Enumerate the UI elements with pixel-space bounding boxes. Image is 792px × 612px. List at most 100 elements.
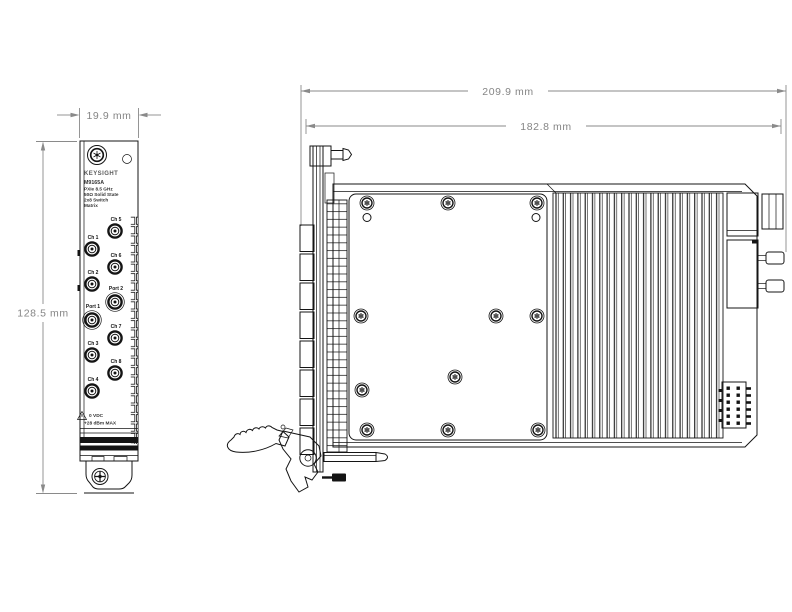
module-body bbox=[332, 183, 758, 448]
panel-bottom-section bbox=[80, 428, 138, 456]
guide-pin bbox=[323, 451, 388, 463]
sma-connector bbox=[84, 347, 100, 363]
heatsink-chamfer bbox=[546, 183, 557, 194]
guide-stripe bbox=[80, 445, 138, 451]
description-line: 2x8 Switch bbox=[84, 198, 108, 203]
connector-label: Ch 1 bbox=[88, 235, 99, 241]
connector-label: Ch 4 bbox=[88, 377, 99, 383]
body-outline bbox=[332, 183, 758, 448]
alignment-hole bbox=[362, 213, 372, 222]
rear-connector-lower bbox=[726, 239, 759, 309]
bracket-outline bbox=[85, 460, 133, 490]
sma-connector bbox=[107, 259, 123, 275]
arrowhead bbox=[306, 123, 315, 129]
screw bbox=[359, 195, 375, 211]
sma-body-side bbox=[299, 282, 315, 310]
sma-connector bbox=[84, 276, 100, 292]
sma-connector bbox=[107, 330, 123, 346]
sma-body-side bbox=[299, 311, 315, 339]
screw bbox=[440, 195, 456, 211]
heatsink bbox=[546, 183, 724, 439]
connector-label: Ch 6 bbox=[111, 253, 122, 259]
dimension-panel-width: 19.9 mm bbox=[57, 108, 161, 138]
connector-label: Ch 7 bbox=[111, 324, 122, 330]
alignment-hole bbox=[531, 213, 541, 222]
thumbscrew bbox=[330, 147, 353, 162]
connector-key bbox=[752, 240, 757, 244]
connector-label: Ch 5 bbox=[111, 217, 122, 223]
ejector-grip bbox=[226, 425, 290, 453]
screw bbox=[529, 308, 545, 324]
panel-hole bbox=[122, 154, 132, 164]
sma-connector bbox=[107, 223, 123, 239]
warning-line: 0 VDC bbox=[89, 413, 104, 419]
port-ring bbox=[105, 292, 125, 312]
sma-body-side bbox=[299, 253, 315, 281]
sma-body-side bbox=[299, 369, 315, 397]
ejector-claw bbox=[278, 427, 294, 439]
bracket-screw bbox=[91, 468, 109, 485]
arrowhead bbox=[301, 88, 310, 94]
screw bbox=[359, 422, 375, 438]
rear-connector-plate bbox=[761, 193, 784, 230]
brand-label: KEYSIGHT bbox=[84, 171, 118, 177]
sma-body-side bbox=[299, 398, 315, 426]
connector-label: Port 2 bbox=[109, 286, 123, 292]
sma-body-side bbox=[299, 224, 315, 252]
connector-label: Port 1 bbox=[86, 304, 100, 310]
ejector-lever bbox=[278, 430, 322, 493]
arrowhead bbox=[70, 112, 80, 118]
screw bbox=[488, 308, 504, 324]
heatsink-fins bbox=[552, 192, 724, 439]
sma-connector bbox=[107, 294, 123, 310]
dim-body-length-label: 182.8 mm bbox=[520, 121, 572, 133]
panel-tab bbox=[77, 250, 80, 256]
dim-overall-length-label: 209.9 mm bbox=[482, 86, 534, 98]
arrowhead bbox=[40, 141, 46, 151]
ejector-assembly bbox=[226, 424, 388, 493]
warning-triangle-icon bbox=[76, 410, 88, 420]
screw bbox=[354, 382, 370, 398]
cover-plate-outline bbox=[348, 193, 548, 441]
sma-connector bbox=[84, 312, 100, 328]
warning-block: 0 VDC +28 dBm MAX bbox=[76, 410, 117, 427]
bracket-tabs bbox=[91, 456, 128, 461]
dimension-overall-length: 209.9 mm bbox=[300, 85, 787, 252]
arrowhead bbox=[40, 484, 46, 494]
front-view: 19.9 mm 128.5 mm bbox=[17, 108, 161, 494]
ejector-pin bbox=[280, 424, 286, 430]
sma-connector bbox=[84, 241, 100, 257]
label-mask bbox=[17, 306, 69, 319]
screw bbox=[447, 369, 463, 385]
ejector-screw bbox=[332, 473, 346, 482]
connector-label: Ch 3 bbox=[88, 341, 99, 347]
screw bbox=[530, 422, 546, 438]
backplane-connectors bbox=[718, 192, 785, 429]
arrowhead bbox=[777, 88, 786, 94]
port-ring bbox=[82, 310, 102, 330]
connector-column-right: Ch 5 Ch 6 Port 2 Ch 7 Ch 8 bbox=[105, 217, 125, 381]
screw bbox=[529, 195, 545, 211]
dim-panel-width-label: 19.9 mm bbox=[86, 110, 131, 122]
screw bbox=[353, 308, 369, 324]
connector-label: Ch 8 bbox=[111, 359, 122, 365]
description-line: PXIe 8.5 GHz bbox=[84, 187, 113, 192]
arrowhead bbox=[772, 123, 781, 129]
warning-line: +28 dBm MAX bbox=[84, 421, 117, 427]
connector-column-left: Ch 1 Ch 2 Port 1 Ch 3 Ch 4 bbox=[82, 235, 102, 399]
connector-label: Ch 2 bbox=[88, 270, 99, 276]
ejector-pivot-pin bbox=[304, 454, 312, 462]
guide-stripe bbox=[80, 437, 138, 443]
top-captive-screw bbox=[87, 145, 107, 165]
dimension-panel-height: 128.5 mm bbox=[17, 141, 77, 494]
description-line: 50Ω Solid State bbox=[84, 192, 119, 197]
rear-connector-upper bbox=[726, 192, 759, 237]
panel-rail bbox=[130, 216, 138, 444]
dimension-body-length: 182.8 mm bbox=[305, 119, 782, 134]
description-line: Matrix bbox=[84, 203, 98, 208]
dim-panel-height-label: 128.5 mm bbox=[17, 308, 69, 320]
ejector-pivot bbox=[299, 449, 317, 467]
arrowhead bbox=[138, 112, 148, 118]
connector-nut-strip bbox=[326, 199, 348, 453]
